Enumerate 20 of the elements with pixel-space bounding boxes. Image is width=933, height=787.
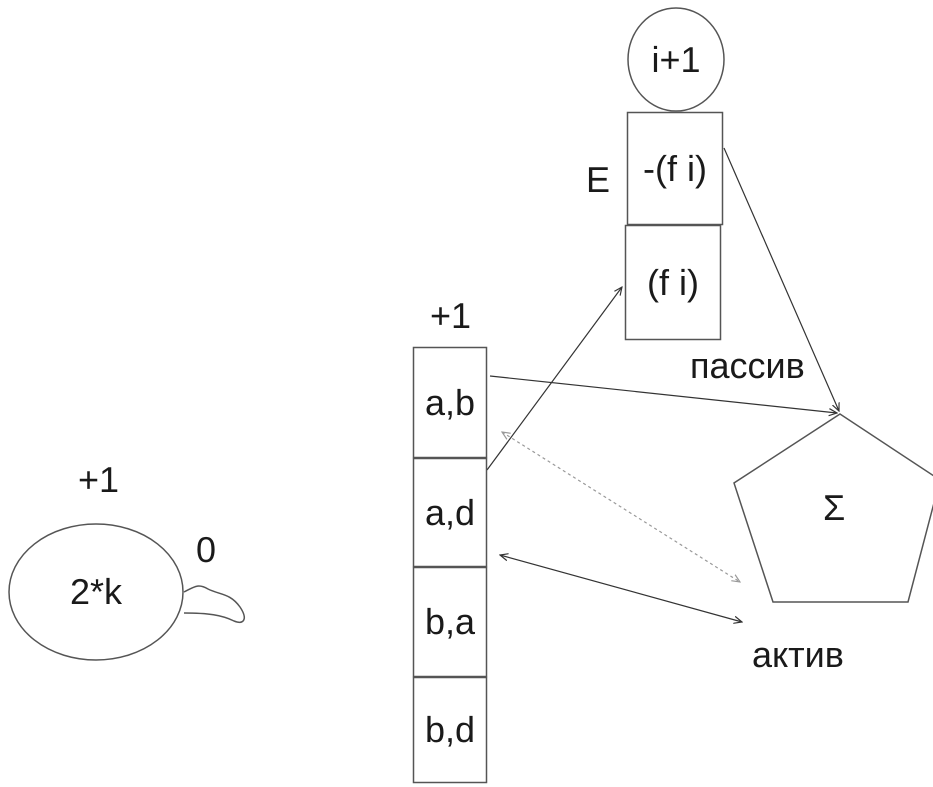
node-text: b,a — [424, 604, 476, 640]
node-text: b,d — [424, 712, 476, 748]
arrow — [486, 286, 623, 470]
node-caption: пассив — [690, 348, 805, 384]
node-caption: E — [586, 162, 610, 198]
node-text: 2*k — [70, 574, 122, 610]
arrow — [501, 431, 741, 583]
node-text: i+1 — [651, 42, 701, 78]
node-text: Σ — [823, 490, 846, 526]
node-caption: +1 — [430, 298, 472, 334]
node-caption: актив — [752, 637, 844, 673]
arrow — [490, 375, 838, 416]
node-caption: +1 — [78, 462, 120, 498]
arrow — [499, 553, 743, 624]
node-text: a,b — [424, 384, 476, 420]
node-text: a,d — [424, 494, 476, 530]
node-text: -(f i) — [643, 150, 707, 186]
arrow — [723, 148, 840, 412]
node-caption: 0 — [196, 532, 216, 568]
node-text: (f i) — [647, 264, 699, 300]
